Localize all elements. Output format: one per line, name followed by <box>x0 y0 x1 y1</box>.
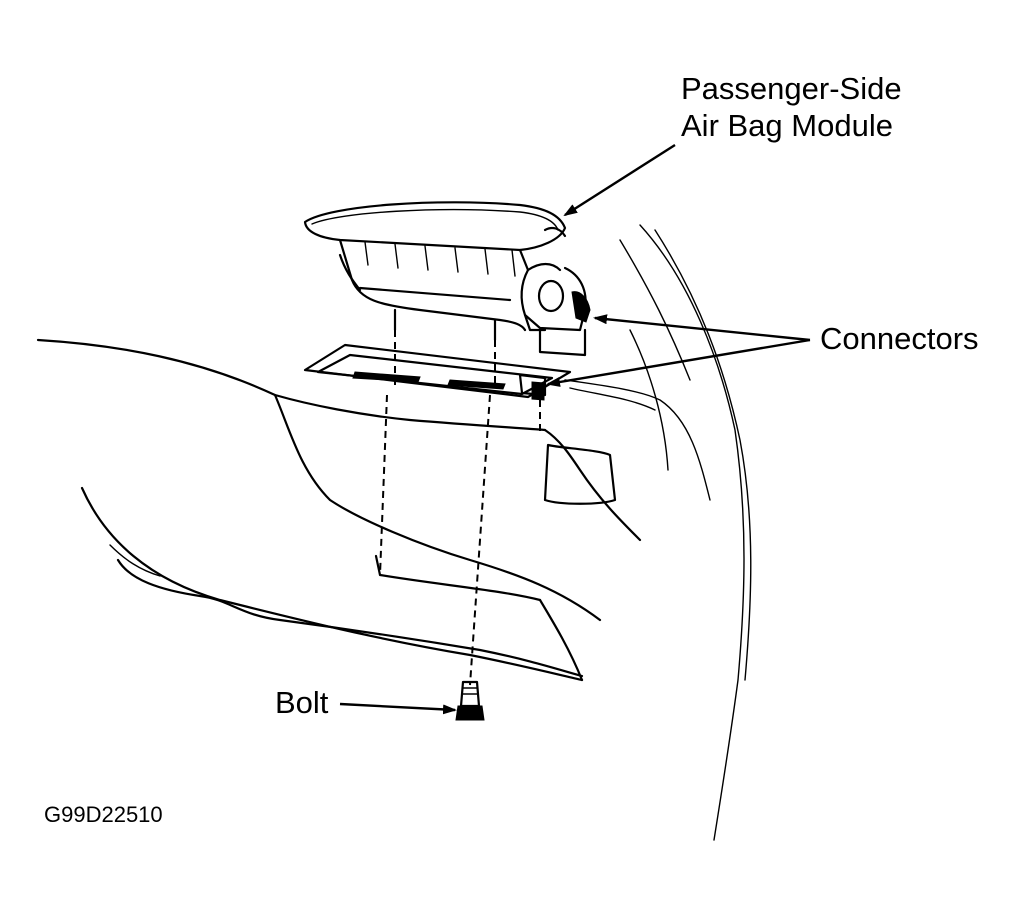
bolt-label: Bolt <box>275 685 329 720</box>
figure-code: G99D22510 <box>44 802 163 827</box>
door-outline <box>619 224 752 841</box>
airbag-module <box>303 201 591 357</box>
airbag-module-label: Passenger-Side Air Bag Module <box>681 70 902 144</box>
airbag-module-label-line2: Air Bag Module <box>681 108 893 143</box>
dashboard-outline <box>36 338 711 682</box>
bolt <box>455 680 485 721</box>
airbag-module-label-line1: Passenger-Side <box>681 71 902 106</box>
alignment-lines <box>379 330 541 686</box>
connector-plug <box>531 381 545 401</box>
connectors-label: Connectors <box>820 321 979 356</box>
mounting-opening <box>303 343 572 399</box>
leader-lines <box>339 143 811 715</box>
